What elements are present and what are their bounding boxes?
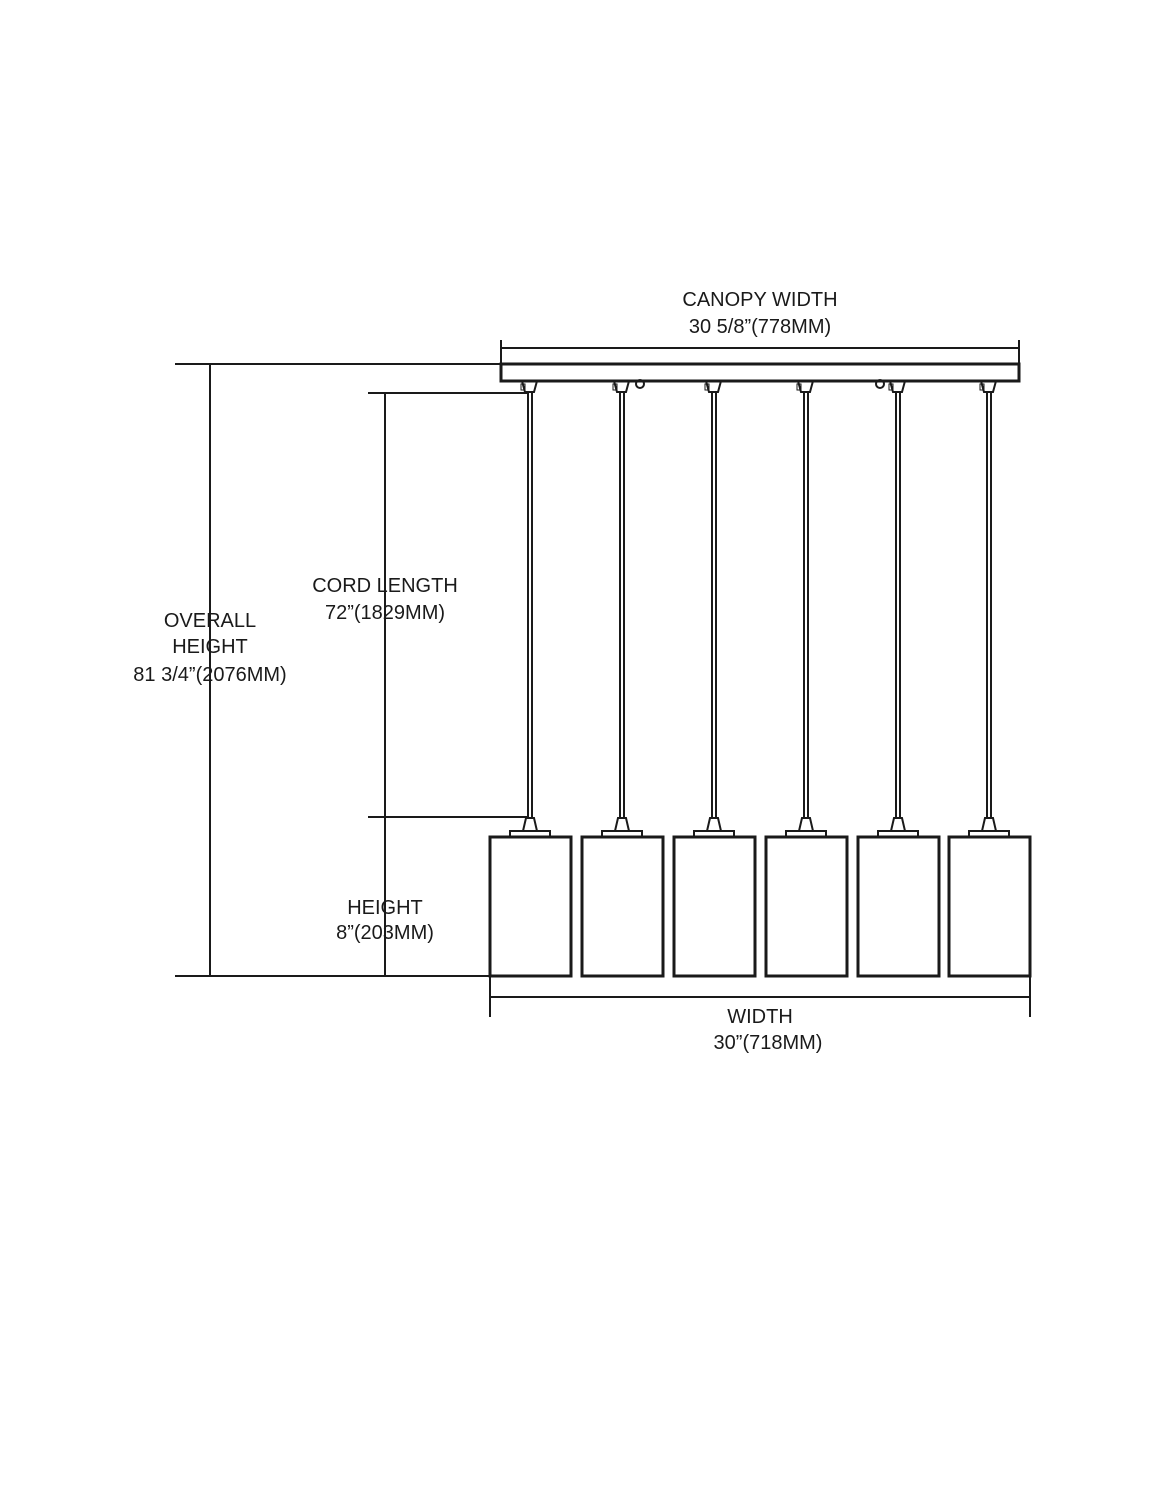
cord-grip-screw <box>704 383 710 391</box>
overall-height-dimension <box>175 363 501 977</box>
cord-grip <box>521 380 538 393</box>
pendant <box>856 380 941 978</box>
canopy <box>499 340 1021 389</box>
socket-cap <box>521 817 539 832</box>
pendant <box>580 380 665 978</box>
cord-grip-screw <box>612 383 618 391</box>
canopy-plate <box>499 362 1021 383</box>
socket-cap <box>889 817 907 832</box>
canopy-width-title: CANOPY WIDTH <box>682 289 837 311</box>
pendant <box>764 380 849 978</box>
cord-grip-screw <box>888 383 894 391</box>
height-value: 8”(203MM) <box>336 922 434 944</box>
glass-shade <box>672 835 757 978</box>
overall-height-title-line1: OVERALL <box>164 610 256 632</box>
width-dimension <box>489 977 1031 1017</box>
canopy-screw-icon <box>635 379 645 389</box>
glass-shade <box>488 835 573 978</box>
glass-shade <box>764 835 849 978</box>
overall-height-title-line2: HEIGHT <box>172 636 248 658</box>
cord-grip <box>797 380 814 393</box>
pendants <box>488 380 1032 978</box>
cord-grip-screw <box>520 383 526 391</box>
canopy-width-value: 30 5/8”(778MM) <box>689 316 831 338</box>
socket-cap <box>705 817 723 832</box>
pendant <box>672 380 757 978</box>
pendant <box>947 380 1032 978</box>
overall-height-value: 81 3/4”(2076MM) <box>133 664 286 686</box>
cord-grip <box>613 380 630 393</box>
cord-grip-screw <box>796 383 802 391</box>
glass-shade <box>856 835 941 978</box>
socket-cap <box>980 817 998 832</box>
height-title: HEIGHT <box>347 897 423 919</box>
cord-grip <box>705 380 722 393</box>
cord-grip <box>889 380 906 393</box>
cord-grip <box>980 380 997 393</box>
cord-length-title: CORD LENGTH <box>312 575 458 597</box>
socket-cap <box>613 817 631 832</box>
width-title: WIDTH <box>727 1006 793 1028</box>
cord-length-dimension <box>368 392 527 976</box>
pendant <box>488 380 573 978</box>
cord-grip-screw <box>979 383 985 391</box>
cord-length-value: 72”(1829MM) <box>325 602 445 624</box>
socket-cap <box>797 817 815 832</box>
width-value: 30”(718MM) <box>714 1032 823 1054</box>
canopy-screw-icon <box>875 379 885 389</box>
glass-shade <box>947 835 1032 978</box>
glass-shade <box>580 835 665 978</box>
